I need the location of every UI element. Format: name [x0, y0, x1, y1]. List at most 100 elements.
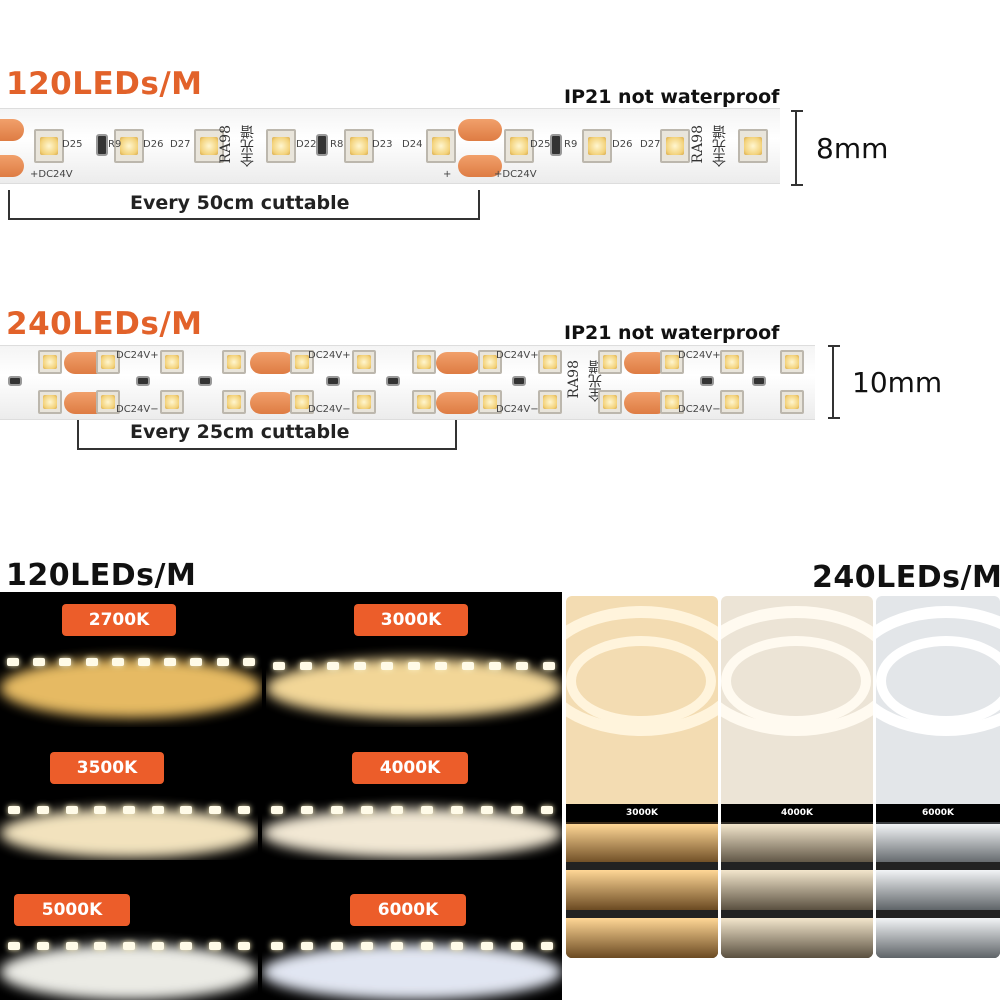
resistor: [512, 376, 526, 386]
led-chip: [160, 350, 184, 374]
badge-2700k: 2700K: [62, 604, 176, 636]
resistor: [198, 376, 212, 386]
led-chip: [96, 350, 120, 374]
led-chip: [598, 350, 622, 374]
silk-label: DC24V+: [496, 350, 539, 361]
ra-mark: RA98: [218, 125, 234, 164]
resistor: [752, 376, 766, 386]
led-chip: [114, 129, 144, 163]
silk-label: D22: [296, 139, 317, 150]
photo-tile-4000k: [262, 732, 562, 860]
solder-pad: [458, 155, 502, 177]
led-chip: [266, 129, 296, 163]
resistor: [700, 376, 714, 386]
silk-label: D26: [612, 139, 633, 150]
led-chip: [222, 350, 246, 374]
led-chip: [38, 350, 62, 374]
strip-120-cut-note: Every 50cm cuttable: [124, 192, 356, 214]
width-indicator-10mm: [828, 345, 842, 419]
strip-120-width: 8mm: [816, 132, 889, 165]
temps-120-heading: 120LEDs/M: [6, 558, 197, 593]
led-chip: [660, 390, 684, 414]
silk-label: DC24V−: [308, 404, 351, 415]
badge-3000k: 3000K: [354, 604, 468, 636]
strip-240-title: 240LEDs/M: [6, 306, 203, 342]
silk-label: +: [443, 169, 452, 180]
temps-120-grid: 2700K 3000K 3500K 4000K 5000K 6000K: [0, 592, 562, 1000]
shelf-label-4000k: 4000K: [721, 804, 873, 822]
solder-pad: [624, 352, 668, 374]
solder-pad: [250, 392, 294, 414]
silk-label: DC24V−: [678, 404, 721, 415]
led-chip: [780, 390, 804, 414]
solder-pad: [624, 392, 668, 414]
strip-240-width: 10mm: [852, 366, 943, 399]
led-chip: [426, 129, 456, 163]
silk-label: DC24V−: [116, 404, 159, 415]
strip-240-cut-note: Every 25cm cuttable: [124, 421, 356, 443]
led-chip: [34, 129, 64, 163]
led-chip: [660, 350, 684, 374]
photo-240-4000k: 4000K: [721, 596, 873, 958]
led-chip: [412, 350, 436, 374]
resistor: [136, 376, 150, 386]
led-chip: [720, 350, 744, 374]
led-chip: [412, 390, 436, 414]
led-chip: [660, 129, 690, 163]
strip-120-image: D25 R9 D26 D27 D22 R8 D23 D24 D25 R9 D26…: [0, 108, 780, 184]
led-chip: [194, 129, 224, 163]
cn-mark: 全光谱: [240, 125, 256, 167]
led-chip: [478, 390, 502, 414]
silk-label: R8: [330, 139, 344, 150]
led-chip: [582, 129, 612, 163]
silk-label: D25: [62, 139, 83, 150]
silk-label: DC24V+: [308, 350, 351, 361]
photo-tile-5000k: [0, 864, 258, 1000]
badge-5000k: 5000K: [14, 894, 130, 926]
silk-label: +DC24V: [494, 169, 537, 180]
resistor: [8, 376, 22, 386]
led-chip: [352, 390, 376, 414]
resistor: [96, 134, 108, 156]
led-chip: [598, 390, 622, 414]
led-chip: [738, 129, 768, 163]
badge-6000k: 6000K: [350, 894, 466, 926]
solder-pad: [436, 352, 480, 374]
solder-pad: [436, 392, 480, 414]
badge-4000k: 4000K: [352, 752, 468, 784]
resistor: [316, 134, 328, 156]
led-chip: [38, 390, 62, 414]
resistor: [386, 376, 400, 386]
led-chip: [538, 350, 562, 374]
led-chip: [96, 390, 120, 414]
strip-240-image: DC24V+ DC24V− DC24V+ DC24V− DC24V+ DC24V…: [0, 345, 815, 420]
ra-mark: RA98: [566, 360, 582, 399]
silk-label: DC24V+: [116, 350, 159, 361]
silk-label: D27: [170, 139, 191, 150]
silk-label: D23: [372, 139, 393, 150]
led-chip: [222, 390, 246, 414]
cut-span-bracket-25cm: [77, 420, 457, 450]
width-indicator-8mm: [791, 110, 805, 186]
temps-240-heading: 240LEDs/M: [812, 560, 1000, 595]
led-chip: [352, 350, 376, 374]
photo-240-3000k: 3000K: [566, 596, 718, 958]
photo-tile-6000k: [262, 864, 562, 1000]
silk-label: +DC24V: [30, 169, 73, 180]
photo-tile-3500k: [0, 732, 258, 860]
silk-label: DC24V−: [496, 404, 539, 415]
cn-mark: 全光谱: [712, 125, 728, 167]
silk-label: D25: [530, 139, 551, 150]
silk-label: D27: [640, 139, 661, 150]
led-chip: [478, 350, 502, 374]
led-chip: [504, 129, 534, 163]
strip-120-title: 120LEDs/M: [6, 66, 203, 102]
solder-pad: [250, 352, 294, 374]
led-chip: [344, 129, 374, 163]
silk-label: DC24V+: [678, 350, 721, 361]
shelf-label-3000k: 3000K: [566, 804, 718, 822]
solder-pad: [458, 119, 502, 141]
silk-label: R9: [564, 139, 578, 150]
shelf-label-6000k: 6000K: [876, 804, 1000, 822]
led-chip: [290, 350, 314, 374]
